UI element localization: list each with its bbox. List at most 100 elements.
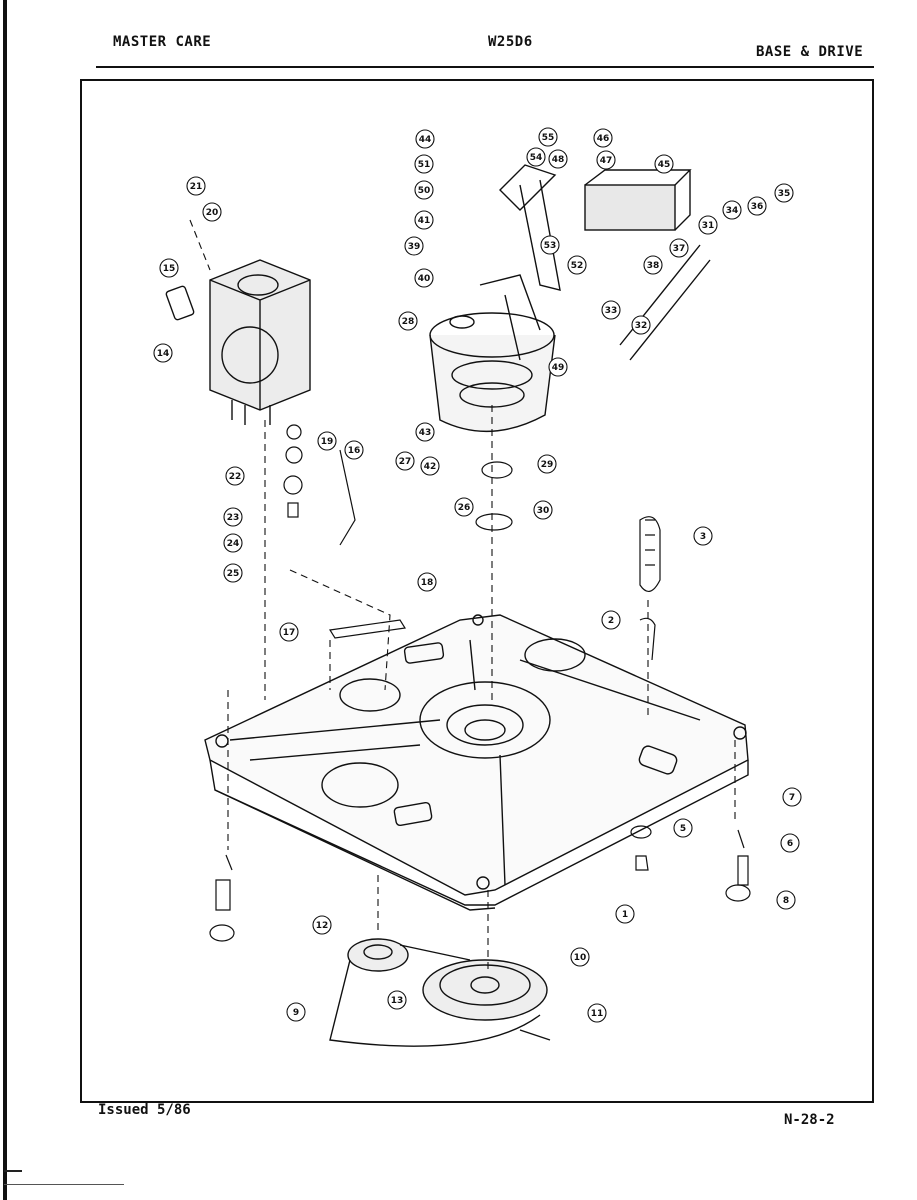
svg-text:43: 43 — [419, 428, 432, 438]
callout-35: 35 — [774, 183, 794, 203]
header-rule — [96, 66, 874, 68]
callout-21: 21 — [186, 176, 206, 196]
svg-text:46: 46 — [597, 134, 610, 144]
callout-2: 2 — [601, 610, 621, 630]
model-number: W25D6 — [488, 34, 533, 50]
callout-18: 18 — [417, 572, 437, 592]
svg-text:8: 8 — [783, 896, 789, 906]
svg-text:7: 7 — [789, 793, 795, 803]
page-header: MASTER CARE W25D6 BASE & DRIVE — [0, 30, 917, 70]
svg-text:48: 48 — [552, 155, 565, 165]
scan-artifact-line — [4, 1184, 124, 1185]
svg-text:45: 45 — [658, 160, 671, 170]
svg-text:55: 55 — [542, 133, 555, 143]
callout-5: 5 — [673, 818, 693, 838]
svg-text:26: 26 — [458, 503, 471, 513]
callout-bubbles: 1 2 3 5 6 7 8 9 10 11 12 13 14 15 16 17 … — [153, 127, 802, 1023]
svg-text:29: 29 — [541, 460, 554, 470]
callout-23: 23 — [223, 507, 243, 527]
svg-text:9: 9 — [293, 1008, 299, 1018]
callout-16: 16 — [344, 440, 364, 460]
callout-44: 44 — [415, 129, 435, 149]
svg-text:37: 37 — [673, 244, 686, 254]
callout-1: 1 — [615, 904, 635, 924]
svg-text:33: 33 — [605, 306, 618, 316]
svg-text:35: 35 — [778, 189, 791, 199]
callout-29: 29 — [537, 454, 557, 474]
callout-7: 7 — [782, 787, 802, 807]
svg-text:21: 21 — [190, 182, 203, 192]
svg-text:41: 41 — [418, 216, 431, 226]
callout-27: 27 — [395, 451, 415, 471]
svg-text:40: 40 — [418, 274, 431, 284]
callout-47: 47 — [596, 150, 616, 170]
callout-55: 55 — [538, 127, 558, 147]
callout-39: 39 — [404, 236, 424, 256]
svg-text:12: 12 — [316, 921, 329, 931]
page-number: N-28-2 — [784, 1112, 835, 1128]
callout-53: 53 — [540, 235, 560, 255]
callout-36: 36 — [747, 196, 767, 216]
callout-17: 17 — [279, 622, 299, 642]
svg-text:28: 28 — [402, 317, 415, 327]
svg-text:27: 27 — [399, 457, 412, 467]
base-plate — [204, 614, 749, 911]
callout-54: 54 — [526, 147, 546, 167]
callout-52: 52 — [567, 255, 587, 275]
callout-46: 46 — [593, 128, 613, 148]
callout-49: 49 — [548, 357, 568, 377]
callout-9: 9 — [286, 1002, 306, 1022]
motor-assembly — [165, 259, 311, 425]
svg-text:6: 6 — [787, 839, 793, 849]
callout-15: 15 — [159, 258, 179, 278]
callout-43: 43 — [415, 422, 435, 442]
svg-text:49: 49 — [552, 363, 565, 373]
callout-33: 33 — [601, 300, 621, 320]
svg-text:22: 22 — [229, 472, 242, 482]
svg-text:44: 44 — [419, 135, 432, 145]
svg-text:32: 32 — [635, 321, 648, 331]
svg-text:5: 5 — [680, 824, 686, 834]
svg-text:18: 18 — [421, 578, 434, 588]
svg-text:14: 14 — [157, 349, 170, 359]
svg-text:34: 34 — [726, 206, 739, 216]
diagram-frame — [80, 79, 874, 1103]
transmission-housing — [429, 274, 556, 433]
callout-38: 38 — [643, 255, 663, 275]
callout-30: 30 — [533, 500, 553, 520]
svg-text:50: 50 — [418, 186, 431, 196]
svg-text:30: 30 — [537, 506, 550, 516]
svg-text:53: 53 — [544, 241, 557, 251]
svg-text:51: 51 — [418, 160, 431, 170]
callout-3: 3 — [693, 526, 713, 546]
callout-20: 20 — [202, 202, 222, 222]
svg-text:2: 2 — [608, 616, 614, 626]
svg-text:3: 3 — [700, 532, 706, 542]
svg-text:31: 31 — [702, 221, 715, 231]
callout-41: 41 — [414, 210, 434, 230]
callout-28: 28 — [398, 311, 418, 331]
svg-text:19: 19 — [321, 437, 334, 447]
callout-8: 8 — [776, 890, 796, 910]
callout-26: 26 — [454, 497, 474, 517]
svg-text:47: 47 — [600, 156, 613, 166]
callout-34: 34 — [722, 200, 742, 220]
svg-text:38: 38 — [647, 261, 660, 271]
svg-text:25: 25 — [227, 569, 240, 579]
callout-6: 6 — [780, 833, 800, 853]
issue-date: Issued 5/86 — [98, 1102, 191, 1118]
pump-solenoid-assembly — [499, 164, 711, 361]
section-title: BASE & DRIVE — [756, 44, 864, 60]
small-parts — [209, 424, 751, 942]
svg-text:24: 24 — [227, 539, 240, 549]
svg-text:54: 54 — [530, 153, 543, 163]
callout-13: 13 — [387, 990, 407, 1010]
callout-42: 42 — [420, 456, 440, 476]
callout-31: 31 — [698, 215, 718, 235]
svg-text:36: 36 — [751, 202, 764, 212]
svg-text:15: 15 — [163, 264, 176, 274]
callout-50: 50 — [414, 180, 434, 200]
callout-22: 22 — [225, 466, 245, 486]
svg-text:10: 10 — [574, 953, 587, 963]
